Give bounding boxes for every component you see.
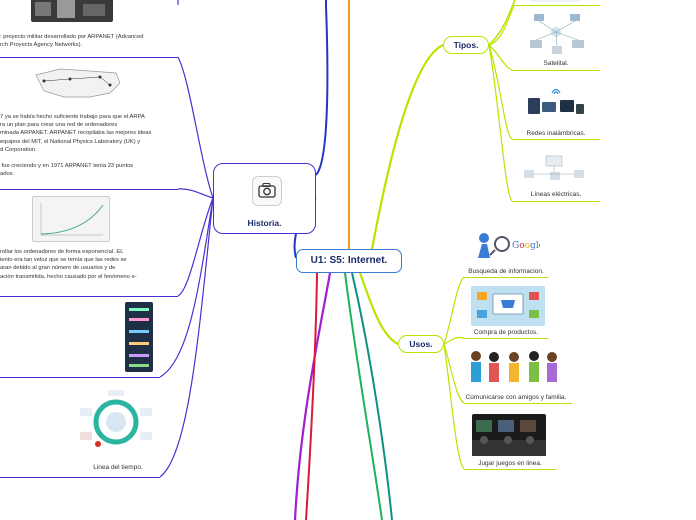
online-shopping-icon — [471, 286, 545, 326]
connector-tipos-4 — [488, 44, 513, 202]
historia-caption: Linea del tiempo. — [93, 464, 143, 471]
usos-caption: Busqueda de informacion. — [468, 268, 544, 275]
tipos-item-lineas[interactable]: Líneas eléctricas. — [512, 148, 600, 202]
historia-item-3[interactable]: rollar los ordenadores de forma exponenc… — [0, 196, 178, 297]
usos-caption: Compra de productos. — [473, 329, 539, 336]
usos-item-comunicarse[interactable]: Comunicarse con amigos y familia. — [464, 346, 572, 404]
tipos-caption: Satelital. — [543, 60, 569, 67]
connector-historia-2 — [177, 188, 214, 199]
historia-item-2[interactable]: 7 ya se había hecho suficiente trabajo p… — [0, 63, 178, 190]
connector-red-bottom — [305, 272, 318, 520]
powerline-network-icon — [524, 155, 584, 180]
connector-teal-bottom — [351, 272, 393, 520]
historia-text: : proyecto militar desarrollado por ARPA… — [0, 34, 144, 49]
tipos-item-network[interactable] — [512, 0, 600, 6]
old-computer-room-photo — [31, 0, 113, 22]
world-timeline-diagram-icon — [80, 390, 152, 447]
historia-label: Historia. — [247, 218, 282, 228]
connector-historia-1 — [177, 56, 214, 199]
historia-text: rollar los ordenadores de forma exponenc… — [0, 249, 137, 280]
connector-usos-1 — [443, 276, 465, 345]
connector-tipos-1 — [488, 4, 516, 46]
connector-historia-3 — [177, 197, 214, 297]
connector-tipos-2 — [488, 44, 513, 71]
connector-tipos — [370, 43, 444, 250]
usos-caption: Comunicarse con amigos y familia. — [465, 394, 567, 401]
tipos-caption: Líneas eléctricas. — [530, 191, 582, 198]
usos-caption: Jugar juegos en linea. — [478, 460, 542, 467]
connector-usos — [358, 272, 399, 345]
network-diagram-icon — [530, 0, 580, 2]
tipos-caption: Redes inalámbricas. — [526, 130, 586, 137]
usos-item-juegos[interactable]: Jugar juegos en linea. — [464, 412, 556, 470]
connector-usos-4 — [443, 343, 465, 470]
historia-item-1[interactable]: : proyecto militar desarrollado por ARPA… — [0, 0, 178, 58]
historia-text: 7 ya se había hecho suficiente trabajo p… — [0, 114, 152, 178]
usos-node[interactable]: Usos. — [398, 335, 444, 353]
central-topic[interactable]: U1: S5: Internet. — [296, 249, 402, 273]
tipos-item-inalambricas[interactable]: Redes inalámbricas. — [512, 80, 600, 140]
satellite-network-icon — [530, 14, 584, 54]
timeline-infographic-icon — [125, 302, 153, 372]
people-with-phones-icon — [471, 351, 557, 382]
tipos-item-satelital[interactable]: Satelital. — [512, 8, 600, 71]
connector-historia-4 — [159, 197, 214, 378]
connector-tipos-3 — [488, 44, 513, 140]
historia-node[interactable]: Historia. — [213, 163, 316, 234]
connector-historia-5 — [159, 197, 214, 478]
connector-historia-up — [315, 5, 329, 176]
connector-purple-bottom — [293, 272, 332, 520]
usos-item-compra[interactable]: Compra de productos. — [464, 284, 548, 339]
connector-green-bottom — [344, 272, 383, 520]
gaming-room-icon — [472, 414, 546, 456]
connector-tipos-up — [488, 0, 516, 46]
growth-chart-image — [32, 196, 110, 242]
connector-usos-3 — [443, 343, 465, 404]
connector-usos-2 — [443, 336, 465, 345]
wireless-devices-icon — [528, 88, 584, 114]
camera-icon — [252, 176, 282, 206]
usos-item-busqueda[interactable]: Google Busqueda de informacion. — [464, 226, 548, 278]
historia-item-5[interactable]: Linea del tiempo. — [0, 384, 160, 478]
historia-item-4[interactable] — [0, 302, 160, 378]
tipos-node[interactable]: Tipos. — [443, 36, 489, 54]
usa-network-map-icon — [35, 68, 121, 98]
svg-text:Google: Google — [512, 241, 540, 251]
google-search-figure-icon: Google — [478, 233, 540, 258]
